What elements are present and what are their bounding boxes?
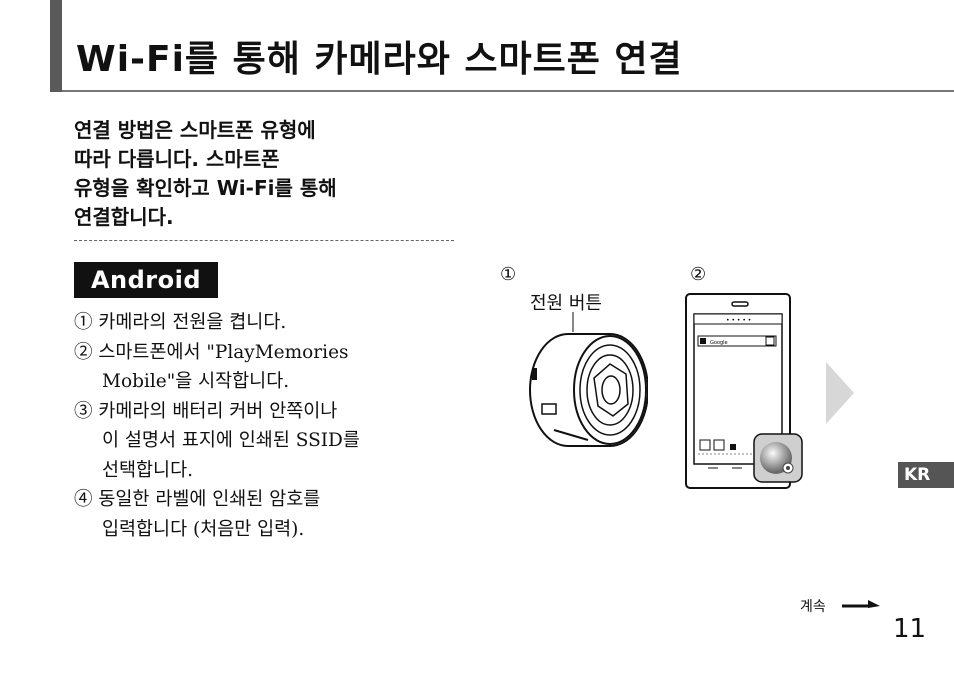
step-1: ① 카메라의 전원을 켭니다. (74, 312, 287, 333)
intro-line: 연결합니다. (74, 205, 174, 229)
dashed-divider (74, 240, 454, 241)
step-3: ③ 카메라의 배터리 커버 안쪽이나 (74, 400, 338, 422)
title-accent-bar (50, 0, 62, 92)
app-icon (753, 433, 803, 483)
title-divider (62, 90, 954, 92)
illustration-label-2: ② (690, 264, 707, 285)
camera-lens-illustration (529, 312, 648, 447)
step-3-cont: 이 설명서 표지에 인쇄된 SSID를 (102, 430, 360, 451)
continued-label: 계속 (800, 599, 826, 615)
step-4-cont: 입력합니다 (처음만 입력). (102, 518, 305, 540)
android-section-badge: Android (74, 262, 218, 298)
intro-line: 유형을 확인하고 Wi-Fi를 통해 (74, 176, 337, 200)
language-tab: KR (898, 462, 954, 488)
step-2-cont: Mobile"을 시작합니다. (102, 371, 290, 392)
steps-list: ① 카메라의 전원을 켭니다. ② 스마트폰에서 "PlayMemories M… (74, 308, 360, 544)
illustration-label-1: ① (500, 264, 517, 285)
continue-arrow-icon (842, 600, 880, 608)
intro-line: 따라 다릅니다. 스마트폰 (74, 147, 280, 171)
step-3-cont: 선택합니다. (102, 459, 193, 481)
step-4: ④ 동일한 라벨에 인쇄된 암호를 (74, 489, 321, 510)
svg-text:• • • • •: • • • • • (726, 317, 751, 324)
page-number: 11 (893, 614, 927, 644)
step-2: ② 스마트폰에서 "PlayMemories (74, 341, 349, 363)
search-bar-text: Google (710, 340, 728, 346)
power-button-label: 전원 버튼 (530, 293, 602, 314)
intro-text: 연결 방법은 스마트폰 유형에 따라 다릅니다. 스마트폰 유형을 확인하고 W… (74, 116, 337, 232)
page-title: Wi-Fi를 통해 카메라와 스마트폰 연결 (76, 39, 683, 80)
intro-line: 연결 방법은 스마트폰 유형에 (74, 118, 316, 142)
next-arrow-icon (826, 362, 854, 424)
